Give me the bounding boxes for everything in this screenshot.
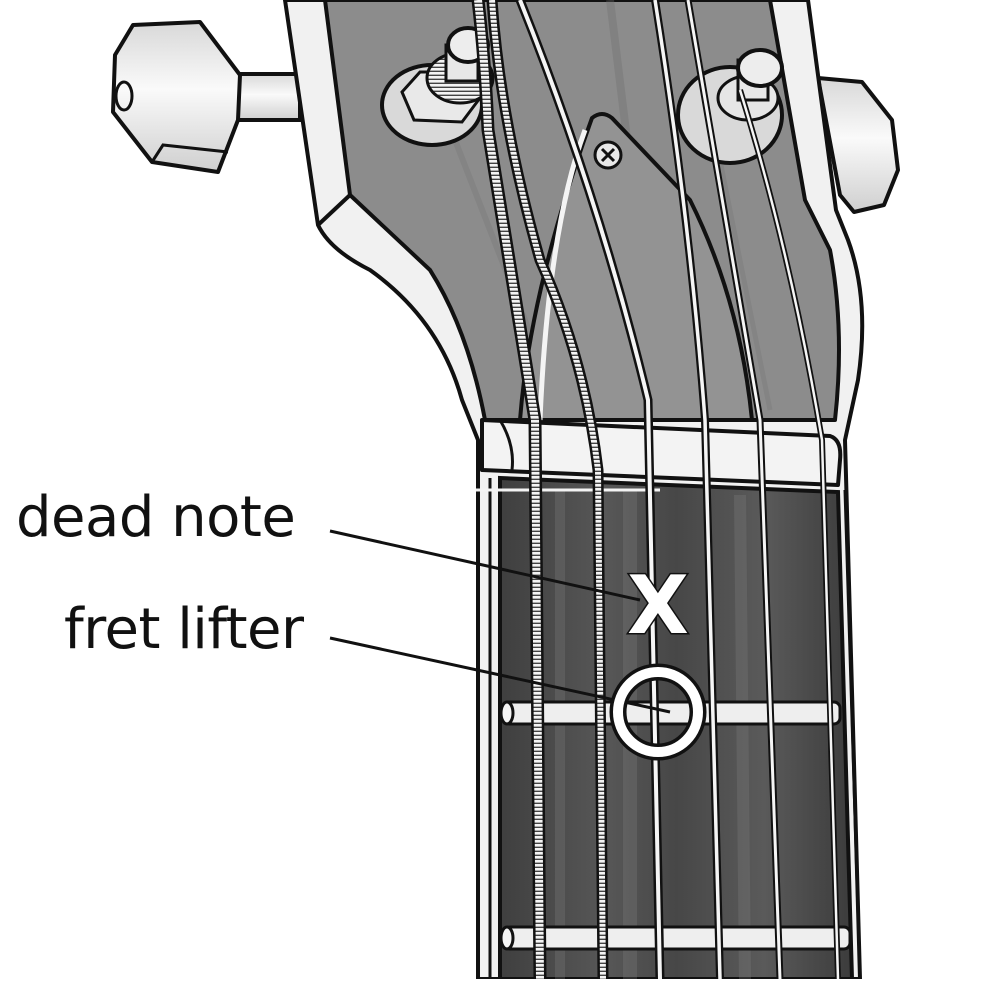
dead-note-marker-glyph: X	[626, 559, 691, 652]
tuning-peg-right	[816, 76, 900, 214]
tuning-peg-left	[111, 20, 302, 174]
dead-note-label: dead note	[16, 485, 296, 550]
circle-mark-icon	[609, 663, 707, 761]
leader-line-dead-note	[329, 529, 641, 602]
fret-lifter-label: fret lifter	[64, 597, 304, 662]
x-mark-icon: X	[622, 564, 694, 647]
strings	[471, 0, 841, 980]
tuning-post-left	[380, 26, 495, 147]
nut	[480, 418, 843, 487]
fret-2	[499, 925, 852, 951]
fret-1	[499, 700, 842, 726]
